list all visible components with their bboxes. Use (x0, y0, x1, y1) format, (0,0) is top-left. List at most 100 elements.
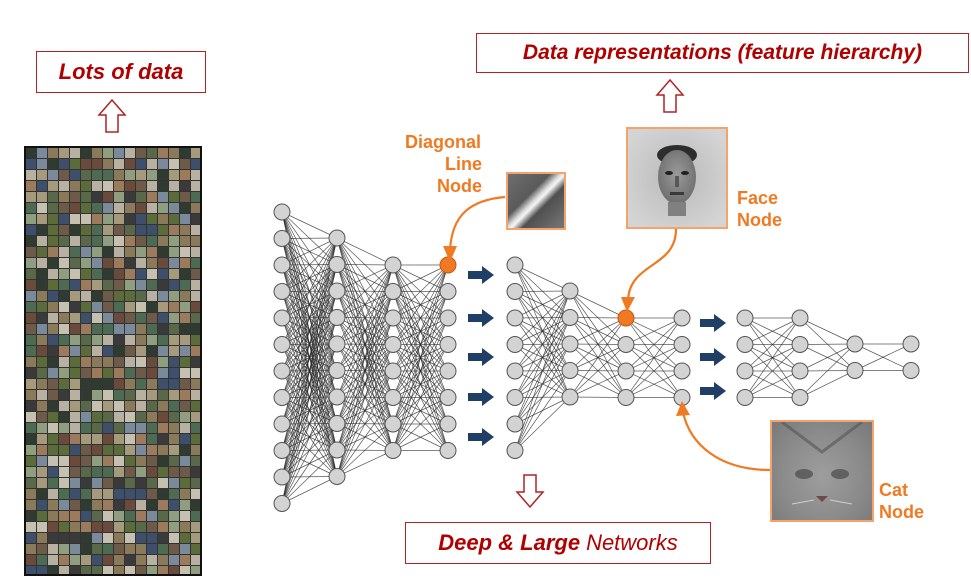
dataset-thumbnail (92, 192, 102, 202)
dataset-thumbnail (70, 170, 80, 180)
dataset-thumbnail (147, 225, 157, 235)
dataset-thumbnail (92, 522, 102, 532)
dataset-thumbnail (180, 214, 190, 224)
dataset-thumbnail (125, 368, 135, 378)
dataset-thumbnail (114, 555, 124, 565)
network-node (384, 283, 402, 300)
dataset-thumbnail (191, 522, 200, 532)
network-node (561, 309, 579, 326)
dataset-thumbnail (136, 159, 146, 169)
dataset-thumbnail (136, 555, 146, 565)
dataset-thumbnail (59, 269, 69, 279)
dataset-thumbnail (114, 368, 124, 378)
dataset-thumbnail (180, 412, 190, 422)
diagonal-line-feature-image (506, 172, 566, 230)
dataset-thumbnail (92, 291, 102, 301)
dataset-thumbnail (158, 467, 168, 477)
dataset-thumbnail (180, 313, 190, 323)
dataset-thumbnail (59, 533, 69, 543)
down-hollow-arrow-icon (515, 474, 545, 509)
dataset-thumbnail (48, 225, 58, 235)
dataset-thumbnail (136, 456, 146, 466)
dataset-thumbnail (147, 522, 157, 532)
dataset-thumbnail (158, 280, 168, 290)
dataset-thumbnail (37, 335, 47, 345)
dataset-thumbnail (59, 159, 69, 169)
connection-line (625, 370, 683, 398)
dataset-thumbnail (81, 346, 91, 356)
dataset-thumbnail (136, 203, 146, 213)
dataset-thumbnail (147, 478, 157, 488)
connection-line (392, 397, 449, 451)
dataset-thumbnail (103, 170, 113, 180)
dataset-thumbnail (37, 170, 47, 180)
dataset-thumbnail (136, 192, 146, 202)
connection-line (281, 237, 338, 504)
dataset-thumbnail (114, 511, 124, 521)
network-node (384, 442, 402, 459)
dataset-thumbnail (158, 368, 168, 378)
network-node (328, 282, 346, 300)
dataset-thumbnail (147, 467, 157, 477)
dataset-thumbnail (81, 467, 91, 477)
dataset-thumbnail (37, 269, 47, 279)
dataset-thumbnail (59, 500, 69, 510)
dataset-thumbnail (191, 489, 200, 499)
image-dataset-mosaic (24, 146, 202, 576)
dataset-thumbnail (103, 445, 113, 455)
diagonal-pointer-arrow-head (443, 246, 457, 262)
dataset-thumbnail (169, 489, 179, 499)
network-node (273, 309, 291, 327)
dataset-thumbnail (125, 236, 135, 246)
dataset-thumbnail (59, 236, 69, 246)
dataset-thumbnail (103, 423, 113, 433)
dataset-thumbnail (26, 247, 36, 257)
dataset-thumbnail (114, 390, 124, 400)
network-node (506, 256, 524, 274)
dataset-thumbnail (125, 313, 135, 323)
dataset-thumbnail (125, 500, 135, 510)
dataset-thumbnail (48, 181, 58, 191)
dataset-thumbnail (92, 225, 102, 235)
dataset-thumbnail (26, 335, 36, 345)
dataset-thumbnail (26, 544, 36, 554)
dataset-thumbnail (81, 555, 91, 565)
dataset-thumbnail (114, 434, 124, 444)
deep-large-networks-callout: Deep & Large Networks (405, 522, 711, 564)
dataset-thumbnail (158, 533, 168, 543)
dataset-thumbnail (180, 522, 190, 532)
dataset-thumbnail (48, 434, 58, 444)
dataset-thumbnail (26, 148, 36, 158)
connection-line (281, 237, 338, 425)
dataset-thumbnail (37, 346, 47, 356)
dataset-thumbnail (92, 324, 102, 334)
dataset-thumbnail (92, 566, 102, 574)
dataset-thumbnail (81, 522, 91, 532)
dataset-thumbnail (48, 302, 58, 312)
dataset-thumbnail (48, 544, 58, 554)
dataset-thumbnail (158, 412, 168, 422)
dataset-thumbnail (136, 434, 146, 444)
network-node (328, 229, 346, 247)
dataset-thumbnail (191, 511, 200, 521)
dataset-thumbnail (125, 555, 135, 565)
connection-line (281, 237, 338, 266)
connection-line (514, 290, 571, 425)
dataset-thumbnail (114, 148, 124, 158)
dataset-thumbnail (191, 335, 200, 345)
dataset-thumbnail (37, 445, 47, 455)
dataset-thumbnail (103, 566, 113, 574)
dataset-thumbnail (92, 313, 102, 323)
dataset-thumbnail (81, 379, 91, 389)
cat-text: Cat (879, 480, 909, 500)
dataset-thumbnail (70, 269, 80, 279)
dataset-thumbnail (81, 291, 91, 301)
dataset-thumbnail (48, 269, 58, 279)
dataset-thumbnail (191, 269, 200, 279)
dataset-thumbnail (180, 291, 190, 301)
connection-line (799, 370, 856, 398)
connection-line (854, 343, 912, 371)
connection-line (281, 237, 338, 451)
dataset-thumbnail (59, 489, 69, 499)
dataset-thumbnail (81, 247, 91, 257)
